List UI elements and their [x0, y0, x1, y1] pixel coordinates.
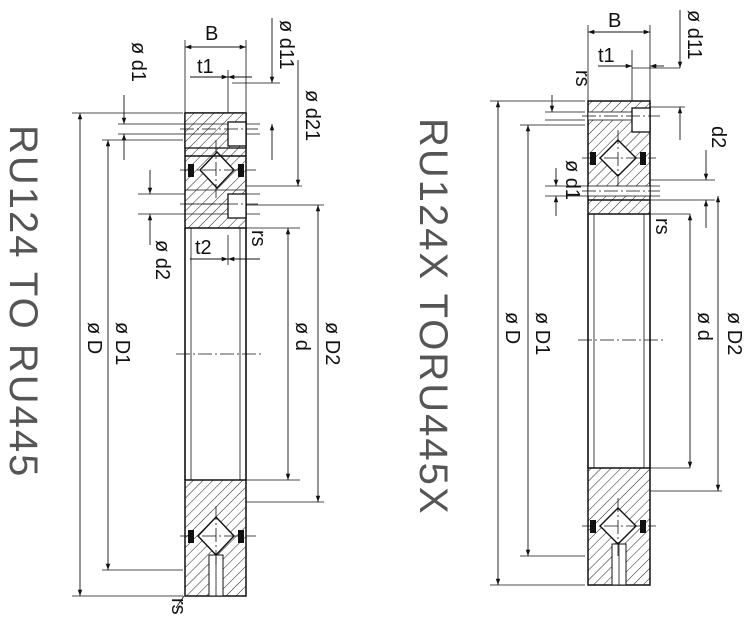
- right-label-d11: ø d11: [683, 10, 705, 60]
- right-label-d: ø d: [693, 312, 715, 341]
- left-label-d2: ø d2: [151, 240, 173, 280]
- left-label-d21: ø d21: [301, 90, 323, 141]
- right-bearing-drawing: RU124X TORU445X: [411, 10, 745, 586]
- right-label-d2: d2: [707, 126, 729, 148]
- left-label-d11: ø d11: [275, 20, 297, 70]
- right-label-t1: t1: [598, 45, 615, 67]
- left-label-B: B: [205, 23, 218, 45]
- left-label-rs-mid: rs: [247, 230, 269, 247]
- left-label-d1: ø d1: [127, 42, 149, 82]
- right-drawing-title: RU124X TORU445X: [411, 118, 455, 516]
- left-drawing-title: RU124 TO RU445: [1, 125, 45, 478]
- right-label-D1: ø D1: [531, 312, 553, 355]
- left-label-d: ø d: [291, 322, 313, 351]
- left-bearing-drawing: RU124 TO RU445: [1, 18, 343, 615]
- right-label-d1: ø d1: [561, 160, 583, 200]
- right-label-rs-mid: rs: [651, 218, 673, 235]
- right-label-rs-top: rs: [571, 70, 593, 87]
- right-label-D2: ø D2: [723, 312, 745, 355]
- left-label-t2: t2: [195, 237, 212, 259]
- left-label-D2: ø D2: [321, 322, 343, 365]
- left-label-D1: ø D1: [111, 322, 133, 365]
- right-label-D: ø D: [501, 312, 523, 344]
- left-label-D: ø D: [83, 322, 105, 354]
- left-label-t1: t1: [197, 56, 214, 78]
- right-label-B: B: [608, 10, 621, 32]
- left-label-rs-bottom: rs: [167, 598, 189, 615]
